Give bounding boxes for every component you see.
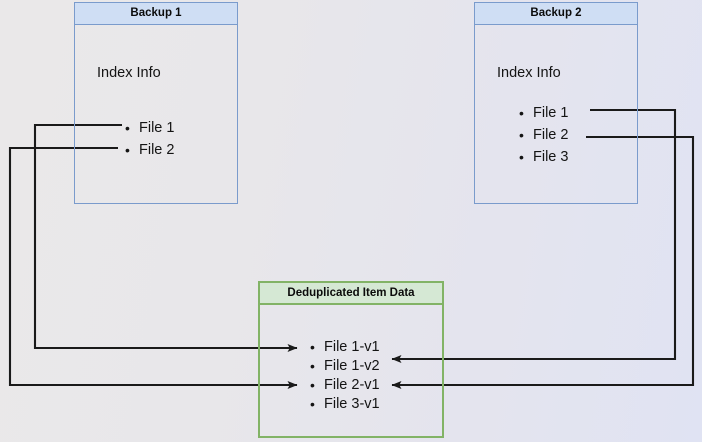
node-deduplicated-item-data-title: Deduplicated Item Data	[260, 283, 442, 305]
list-item: File 1	[517, 102, 568, 124]
node-backup-1-title: Backup 1	[75, 3, 237, 25]
dedup-file-list: File 1-v1 File 1-v2 File 2-v1 File 3-v1	[308, 338, 380, 414]
list-item: File 1-v2	[308, 357, 380, 376]
node-deduplicated-item-data-body: File 1-v1 File 1-v2 File 2-v1 File 3-v1	[260, 305, 442, 436]
node-backup-2[interactable]: Backup 2 Index Info File 1 File 2 File 3	[474, 2, 638, 204]
node-deduplicated-item-data[interactable]: Deduplicated Item Data File 1-v1 File 1-…	[258, 281, 444, 438]
list-item: File 2	[517, 124, 568, 146]
node-backup-1[interactable]: Backup 1 Index Info File 1 File 2	[74, 2, 238, 204]
node-backup-2-body: Index Info File 1 File 2 File 3	[475, 25, 637, 203]
list-item: File 2-v1	[308, 376, 380, 395]
node-backup-1-body: Index Info File 1 File 2	[75, 25, 237, 203]
list-item: File 3	[517, 146, 568, 168]
list-item: File 2	[123, 139, 174, 161]
backup-1-index-info-label: Index Info	[97, 65, 161, 81]
backup-1-file-list: File 1 File 2	[123, 117, 174, 161]
list-item: File 3-v1	[308, 395, 380, 414]
list-item: File 1	[123, 117, 174, 139]
backup-2-file-list: File 1 File 2 File 3	[517, 102, 568, 168]
node-backup-2-title: Backup 2	[475, 3, 637, 25]
list-item: File 1-v1	[308, 338, 380, 357]
backup-2-index-info-label: Index Info	[497, 65, 561, 81]
